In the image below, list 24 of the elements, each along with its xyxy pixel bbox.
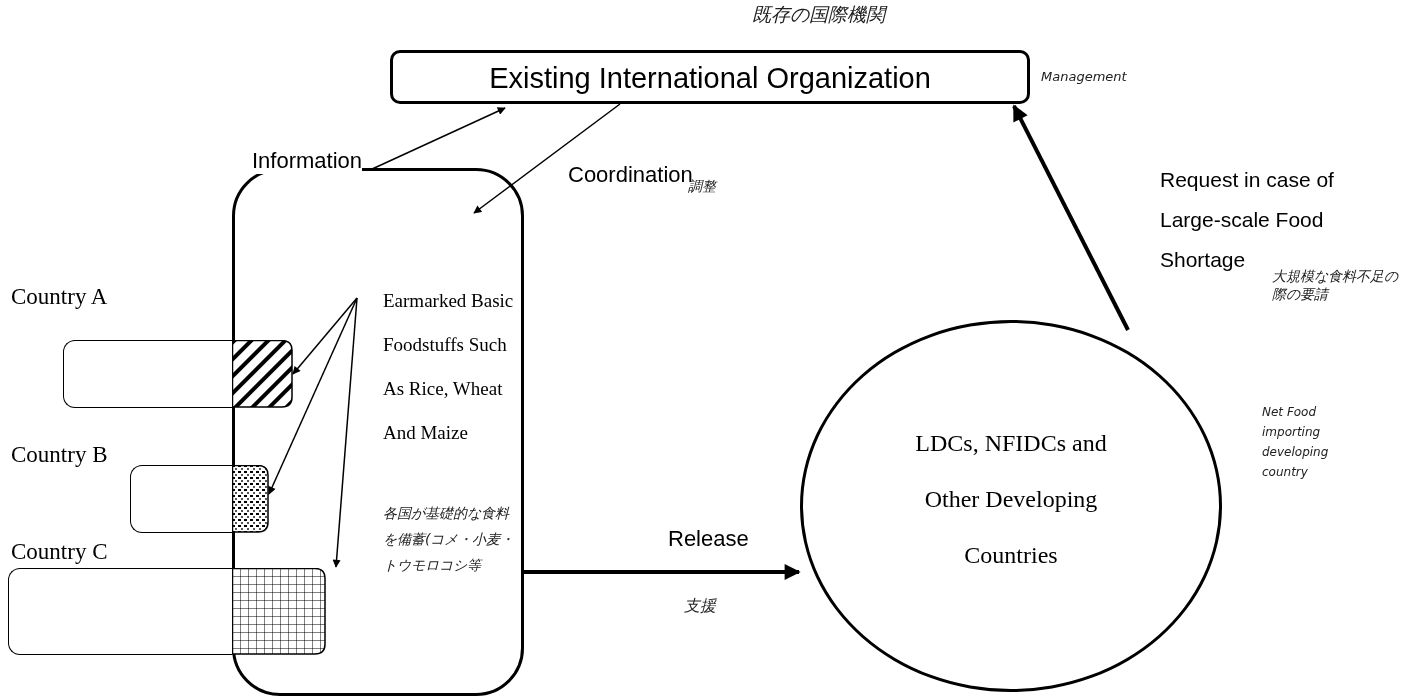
handwritten-note: 支援 (684, 596, 718, 617)
thick-arrow (524, 564, 801, 580)
arrow (473, 103, 621, 214)
circle-text: LDCs, NFIDCs and Other Developing Countries (914, 429, 1108, 570)
handwritten-note: 大規模な食料不足の際の要請 (1272, 268, 1398, 304)
box-text: Earmarked Basic Foodstuffs Such As Rice, Wheat And Maize (383, 289, 515, 445)
hatched-stock-area (232, 465, 269, 533)
handwritten-note: Net Food importing developing country (1262, 404, 1330, 481)
stockpile-box (232, 168, 524, 696)
hatched-stock-area (232, 340, 293, 408)
arrow (268, 297, 358, 495)
recipient-circle (800, 320, 1222, 692)
thick-arrow (1012, 104, 1130, 331)
hatched-stock-area (232, 568, 326, 655)
handwritten-note: Management (1041, 69, 1127, 84)
box-title: Existing International Organization (488, 62, 932, 95)
country-name: Country C (11, 539, 108, 565)
country-name: Country B (11, 442, 108, 468)
handwritten-note: 既存の国際機関 (752, 2, 1012, 28)
arrow (332, 297, 358, 568)
handwritten-note: 各国が基礎的な食料を備蓄(コメ・小麦・トウモロコシ等 (383, 504, 516, 575)
arrow (369, 107, 506, 171)
arrow (292, 297, 358, 375)
country-name: Country A (11, 284, 108, 310)
